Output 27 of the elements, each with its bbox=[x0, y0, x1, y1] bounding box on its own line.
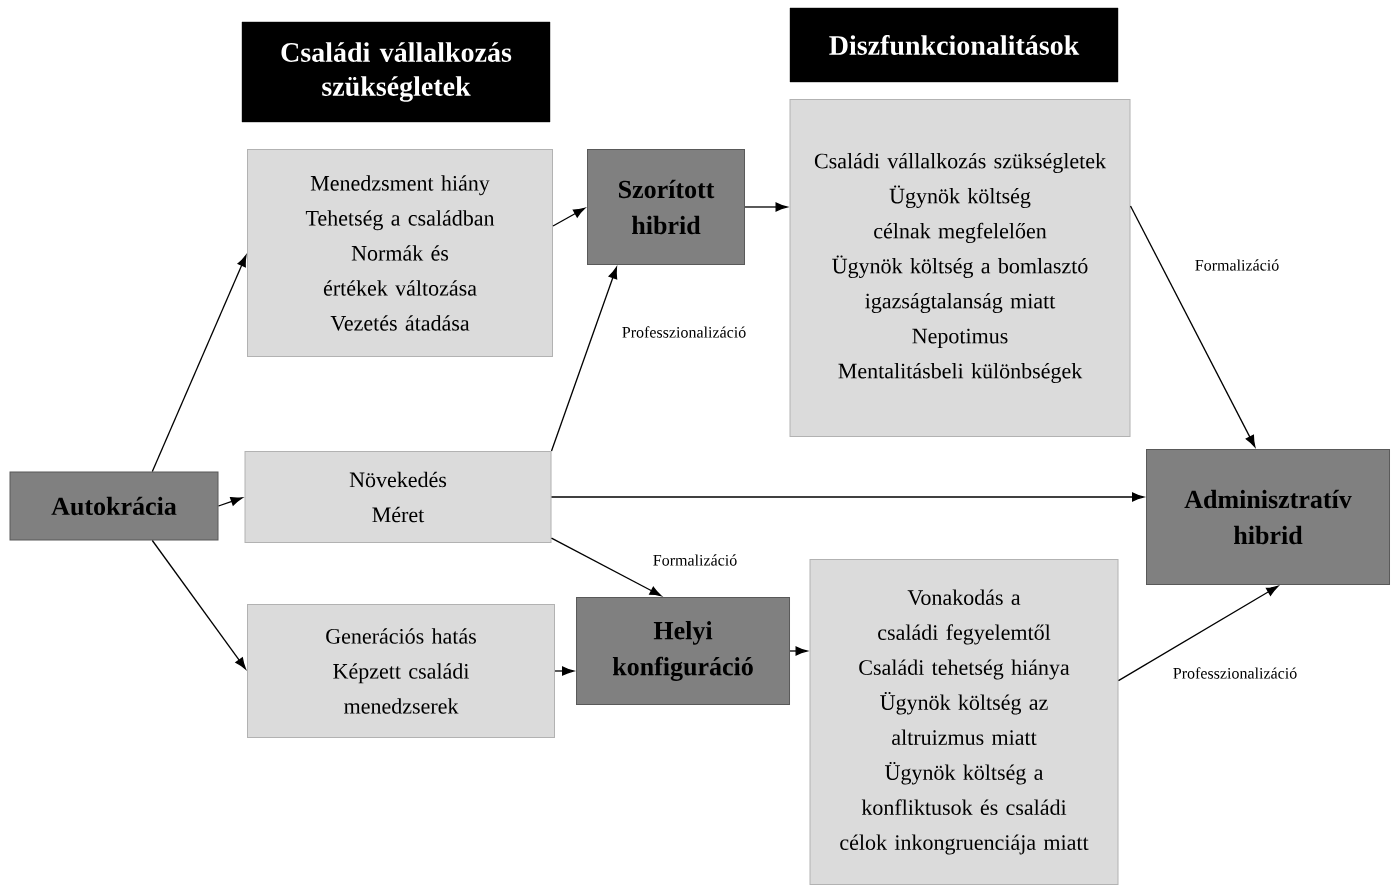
stage-box: Adminisztratív hibrid bbox=[1146, 449, 1390, 585]
stage-box: Helyi konfiguráció bbox=[576, 597, 790, 705]
text-box: Családi vállalkozás szükségletek Ügynök költség célnak megfelelően Ügynök költség a bomlasztó igazságtalanság miatt Nepotimus Mentalitásbeli különbségek bbox=[789, 99, 1131, 437]
arrow bbox=[550, 537, 662, 597]
arrow bbox=[151, 539, 246, 670]
stage-box: Szorított hibrid bbox=[587, 149, 745, 265]
arrow bbox=[789, 646, 808, 656]
edge-label: Professzionalizáció bbox=[1171, 666, 1299, 680]
edge-label: Formalizáció bbox=[1193, 258, 1281, 272]
arrow bbox=[554, 666, 574, 676]
stage-box: Autokrácia bbox=[9, 471, 219, 541]
arrow bbox=[1117, 585, 1279, 682]
arrow bbox=[550, 267, 618, 452]
arrow bbox=[151, 254, 247, 473]
arrow bbox=[744, 202, 788, 212]
edge-label: Formalizáció bbox=[651, 553, 739, 567]
arrow bbox=[552, 207, 586, 227]
arrow bbox=[550, 492, 1144, 502]
text-box: Generációs hatás Képzett családi menedzserek bbox=[247, 604, 555, 738]
edge-label: Professzionalizáció bbox=[620, 325, 748, 339]
text-box: Vonakodás a családi fegyelemtől Családi tehetség hiánya Ügynök költség az altruizmus miatt Ügynök költség a konfliktusok és családi célok inkongruenciája miatt bbox=[809, 559, 1119, 885]
arrow bbox=[217, 497, 243, 507]
text-box: Növekedés Méret bbox=[244, 451, 552, 543]
heading-box: Diszfunkcionalitások bbox=[789, 7, 1119, 83]
arrow bbox=[1129, 205, 1256, 448]
heading-box: Családi vállalkozás szükségletek bbox=[241, 21, 551, 123]
text-box: Menedzsment hiány Tehetség a családban Normák és értékek változása Vezetés átadása bbox=[247, 149, 553, 357]
